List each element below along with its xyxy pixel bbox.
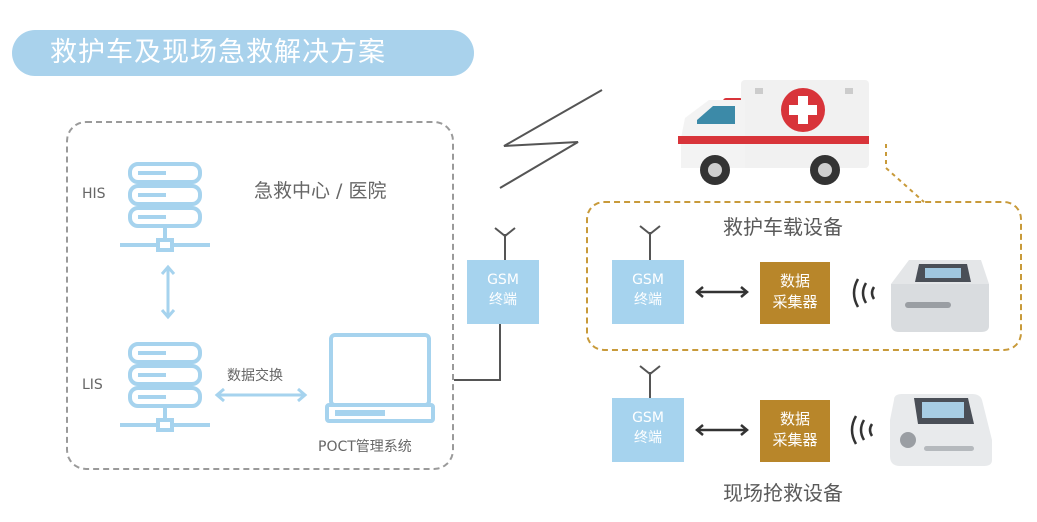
gsm-terminal-text: 终端: [489, 292, 517, 308]
gsm-terminal-text: 终端: [634, 292, 662, 308]
wireless-signal-icon: [852, 278, 876, 308]
his-label: HIS: [82, 186, 106, 202]
wireless-signal-icon: [850, 415, 874, 445]
hospital-region: [66, 121, 454, 470]
hospital-gsm-connector: [454, 320, 501, 381]
gsm-collector-arrow: [695, 424, 749, 436]
ambulance-data-collector: 数据 采集器: [760, 262, 830, 324]
lis-label: LIS: [82, 377, 103, 393]
wireless-link-icon: [499, 89, 603, 189]
ambulance-region: [586, 201, 1022, 351]
ambulance-callout-line: [885, 144, 925, 203]
ambulance-gsm-terminal: GSM 终端: [612, 260, 684, 324]
field-gsm-terminal: GSM 终端: [612, 398, 684, 462]
lis-server-icon: [120, 342, 210, 432]
antenna-icon: [639, 365, 661, 400]
page-title: 救护车及现场急救解决方案: [12, 30, 474, 76]
gsm-text: GSM: [632, 410, 664, 426]
collector-text-line2: 采集器: [772, 293, 818, 311]
hospital-gsm-terminal: GSM 终端: [467, 260, 539, 324]
poct-system-label: POCT管理系统: [318, 439, 412, 455]
collector-text-line1: 数据: [779, 410, 810, 428]
collector-text-line1: 数据: [779, 272, 810, 290]
his-server-icon: [120, 162, 210, 252]
analyzer-device-icon: [891, 260, 989, 332]
gsm-terminal-text: 终端: [634, 430, 662, 446]
antenna-icon: [494, 227, 516, 262]
gsm-text: GSM: [632, 272, 664, 288]
analyzer-device-icon: [890, 394, 992, 466]
poct-laptop-icon: [325, 333, 435, 423]
his-lis-arrow: [160, 264, 176, 320]
antenna-icon: [639, 225, 661, 260]
gsm-text: GSM: [487, 272, 519, 288]
field-equipment-title: 现场抢救设备: [723, 481, 843, 505]
collector-text-line2: 采集器: [772, 431, 818, 449]
gsm-collector-arrow: [695, 286, 749, 298]
data-exchange-arrow: [214, 387, 308, 403]
ambulance-icon: [678, 80, 869, 185]
hospital-title: 急救中心 / 医院: [254, 180, 387, 202]
field-data-collector: 数据 采集器: [760, 400, 830, 462]
data-exchange-label: 数据交换: [227, 368, 283, 384]
ambulance-equipment-title: 救护车载设备: [723, 215, 843, 239]
